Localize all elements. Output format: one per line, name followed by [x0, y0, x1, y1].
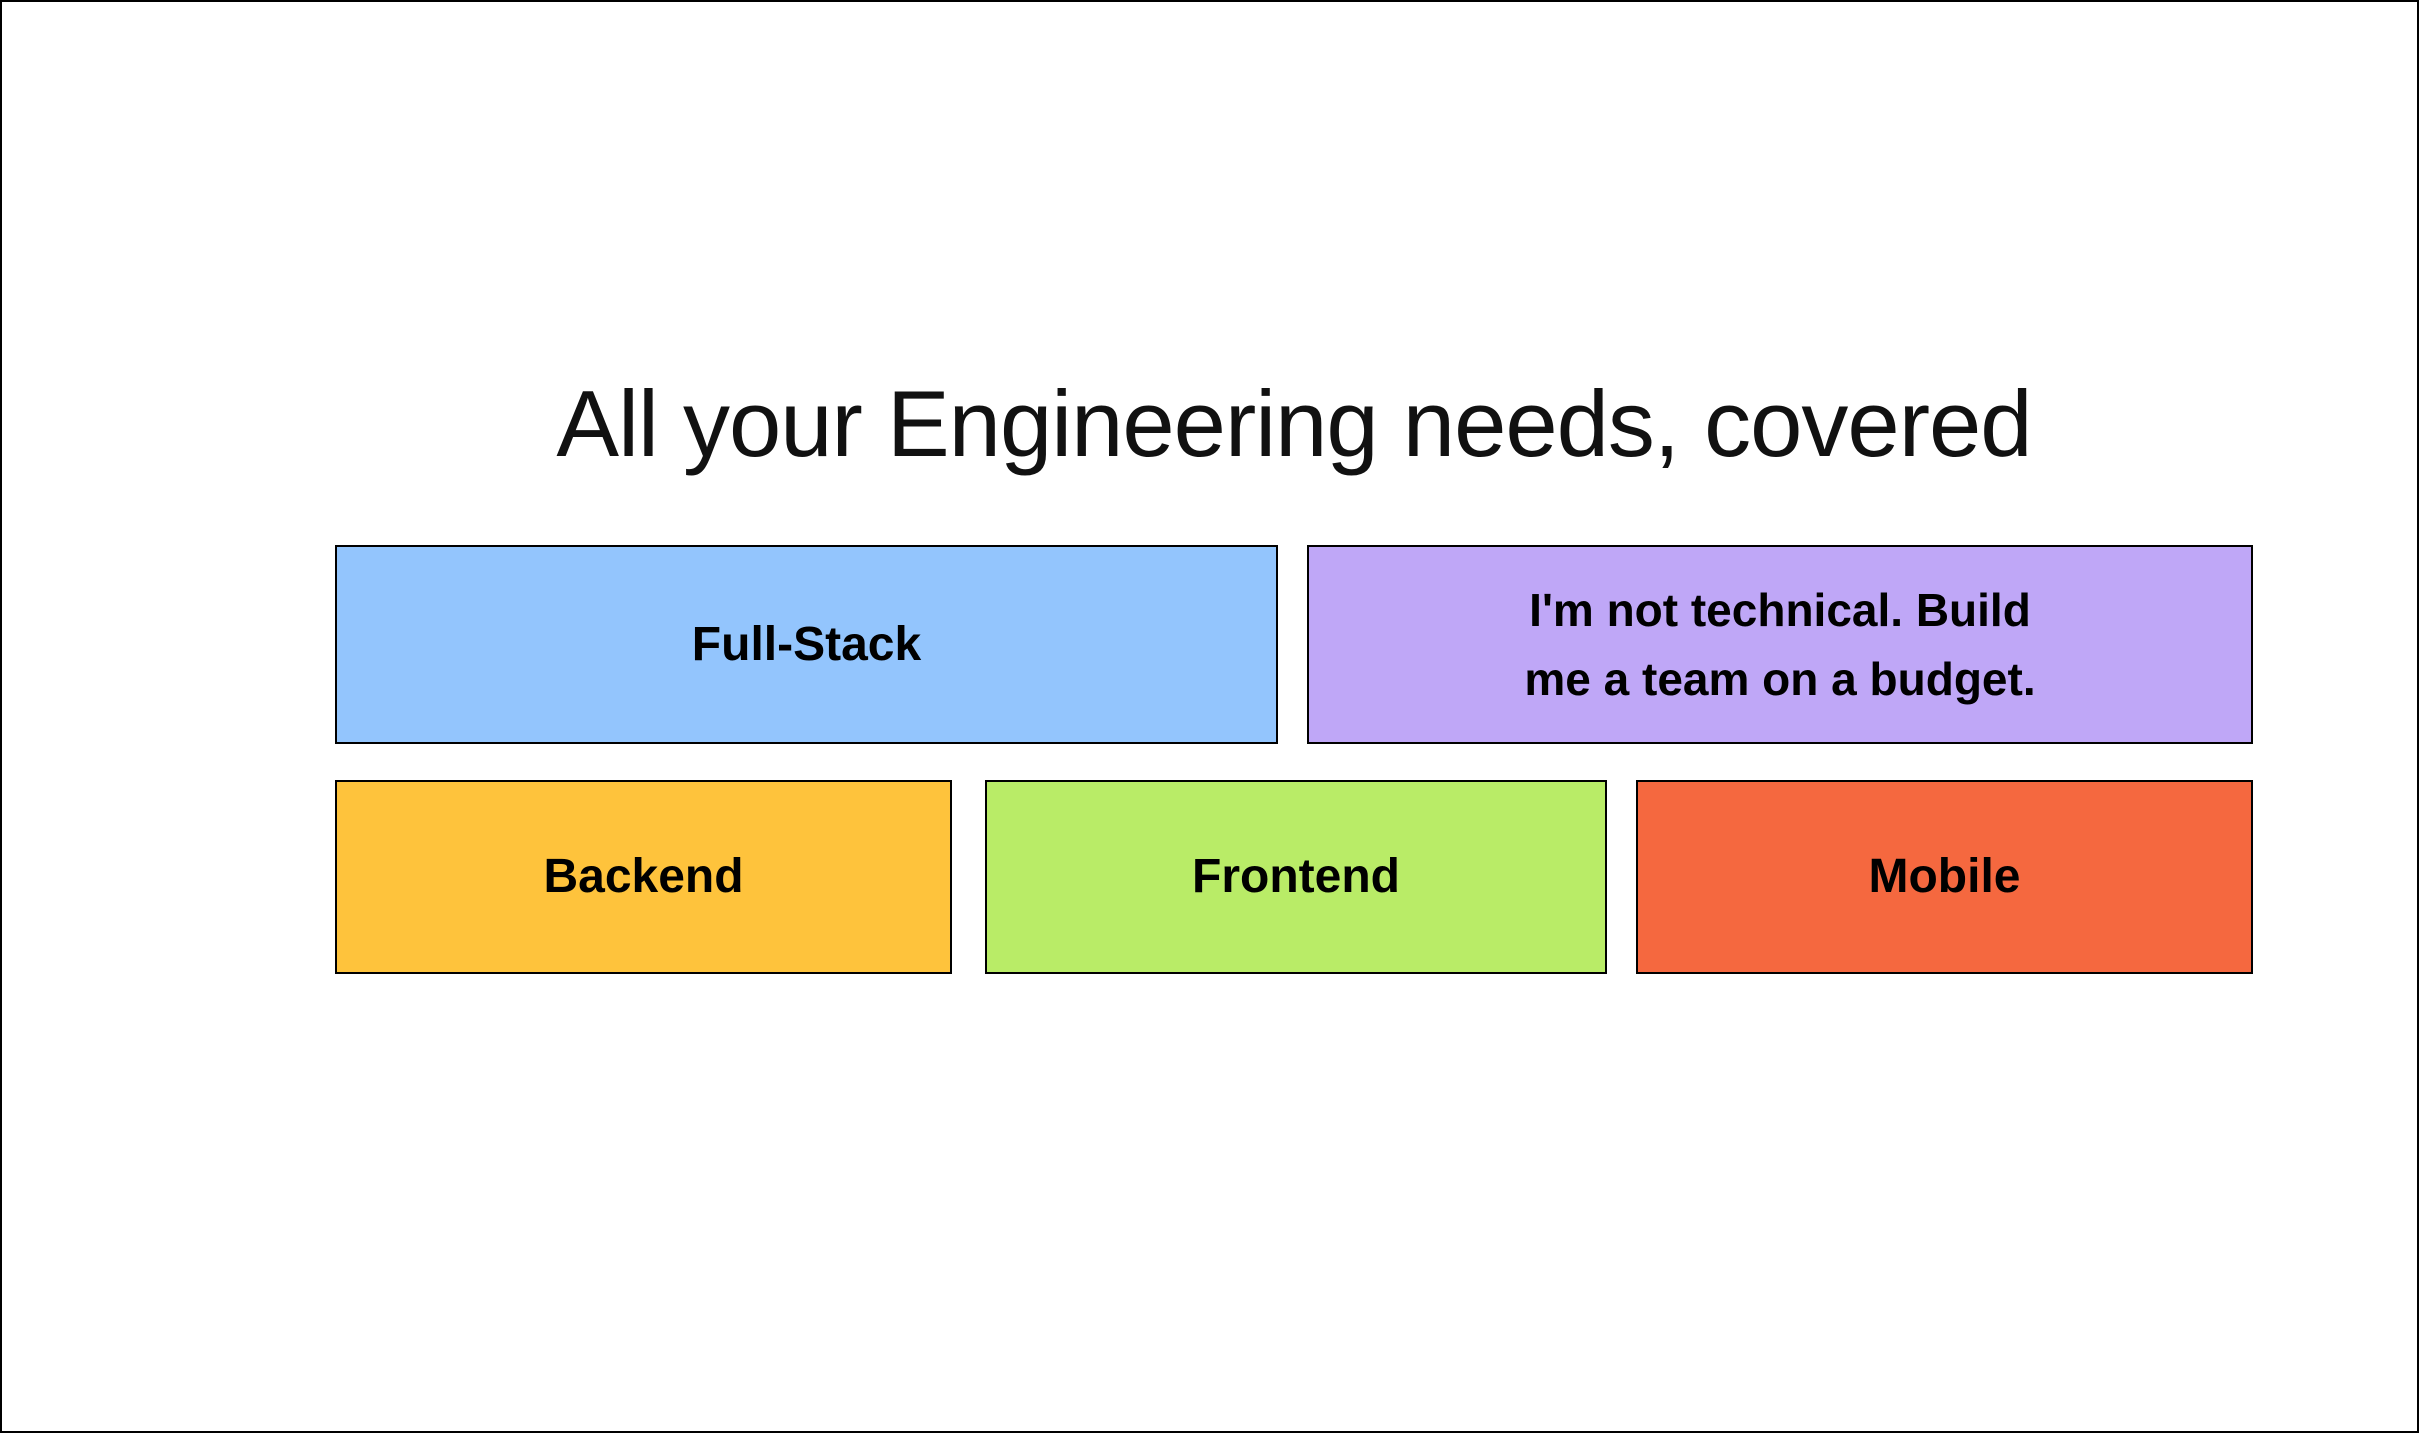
card-option-non-technical[interactable]: I'm not technical. Build me a team on a …	[1307, 545, 2253, 744]
card-label-backend: Backend	[543, 850, 744, 903]
card-option-backend[interactable]: Backend	[335, 780, 952, 974]
card-label-mobile: Mobile	[1868, 850, 2021, 903]
card-label-frontend: Frontend	[1192, 850, 1400, 903]
card-option-frontend[interactable]: Frontend	[985, 780, 1607, 974]
card-label-full-stack: Full-Stack	[691, 617, 922, 671]
page-title: All your Engineering needs, covered	[556, 371, 2032, 476]
card-label-non-technical: I'm not technical. Build me a team on a …	[1524, 583, 2036, 705]
card-option-mobile[interactable]: Mobile	[1636, 780, 2253, 974]
card-option-full-stack[interactable]: Full-Stack	[335, 545, 1278, 744]
